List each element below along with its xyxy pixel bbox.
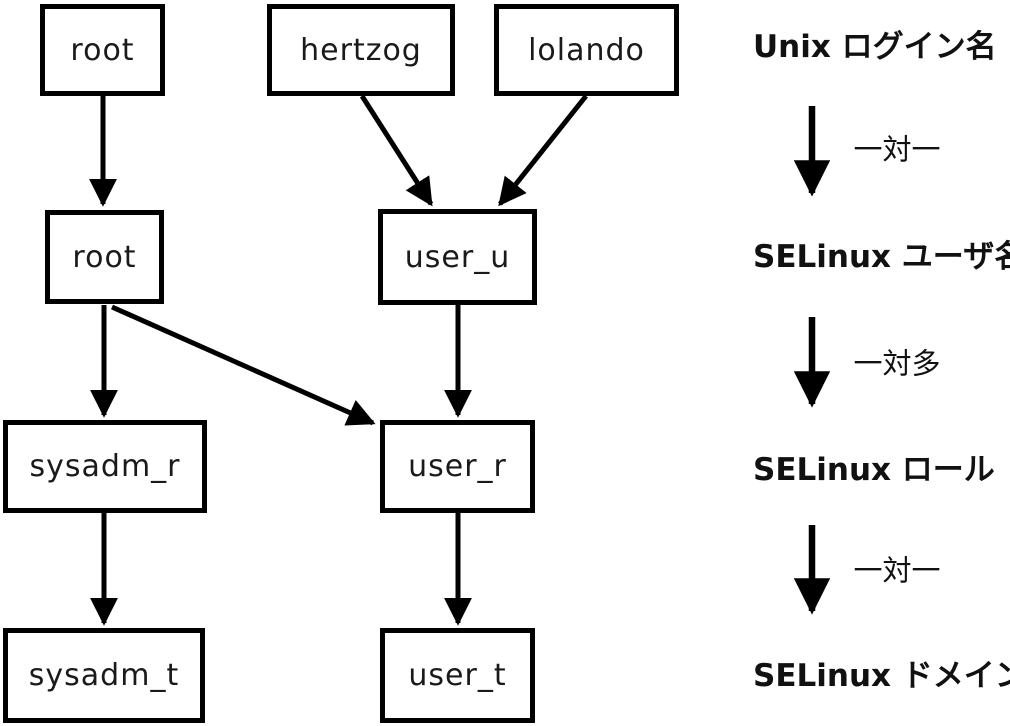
- arrow-hertzog-to-user-u: [359, 94, 434, 207]
- box-selinux-domain-user-t: user_t: [380, 628, 535, 723]
- box-selinux-role-user-r: user_r: [380, 420, 535, 513]
- relation-one-to-many-label: 一対多: [853, 346, 941, 381]
- box-selinux-user-user-u: user_u: [378, 209, 537, 305]
- relation-one-to-one-label-2: 一対一: [853, 553, 941, 588]
- box-unix-login-hertzog: hertzog: [267, 4, 455, 96]
- legend-selinux-user-label: SELinux ユーザ名: [753, 239, 1010, 275]
- box-selinux-domain-sysadm-t: sysadm_t: [3, 628, 205, 723]
- arrow-lolando-to-user-u: [498, 94, 588, 207]
- box-unix-login-lolando: lolando: [494, 4, 679, 96]
- box-unix-login-root: root: [40, 4, 165, 96]
- box-selinux-role-sysadm-r: sysadm_r: [3, 420, 207, 513]
- legend-selinux-domain-label: SELinux ドメイン: [753, 658, 1010, 694]
- box-selinux-user-root: root: [45, 210, 164, 304]
- relation-one-to-one-label-1: 一対一: [853, 132, 941, 167]
- arrow-selinux-root-to-user-r: [110, 304, 376, 426]
- legend-selinux-role-label: SELinux ロール: [753, 452, 995, 488]
- legend-unix-login-label: Unix ログイン名: [753, 29, 997, 65]
